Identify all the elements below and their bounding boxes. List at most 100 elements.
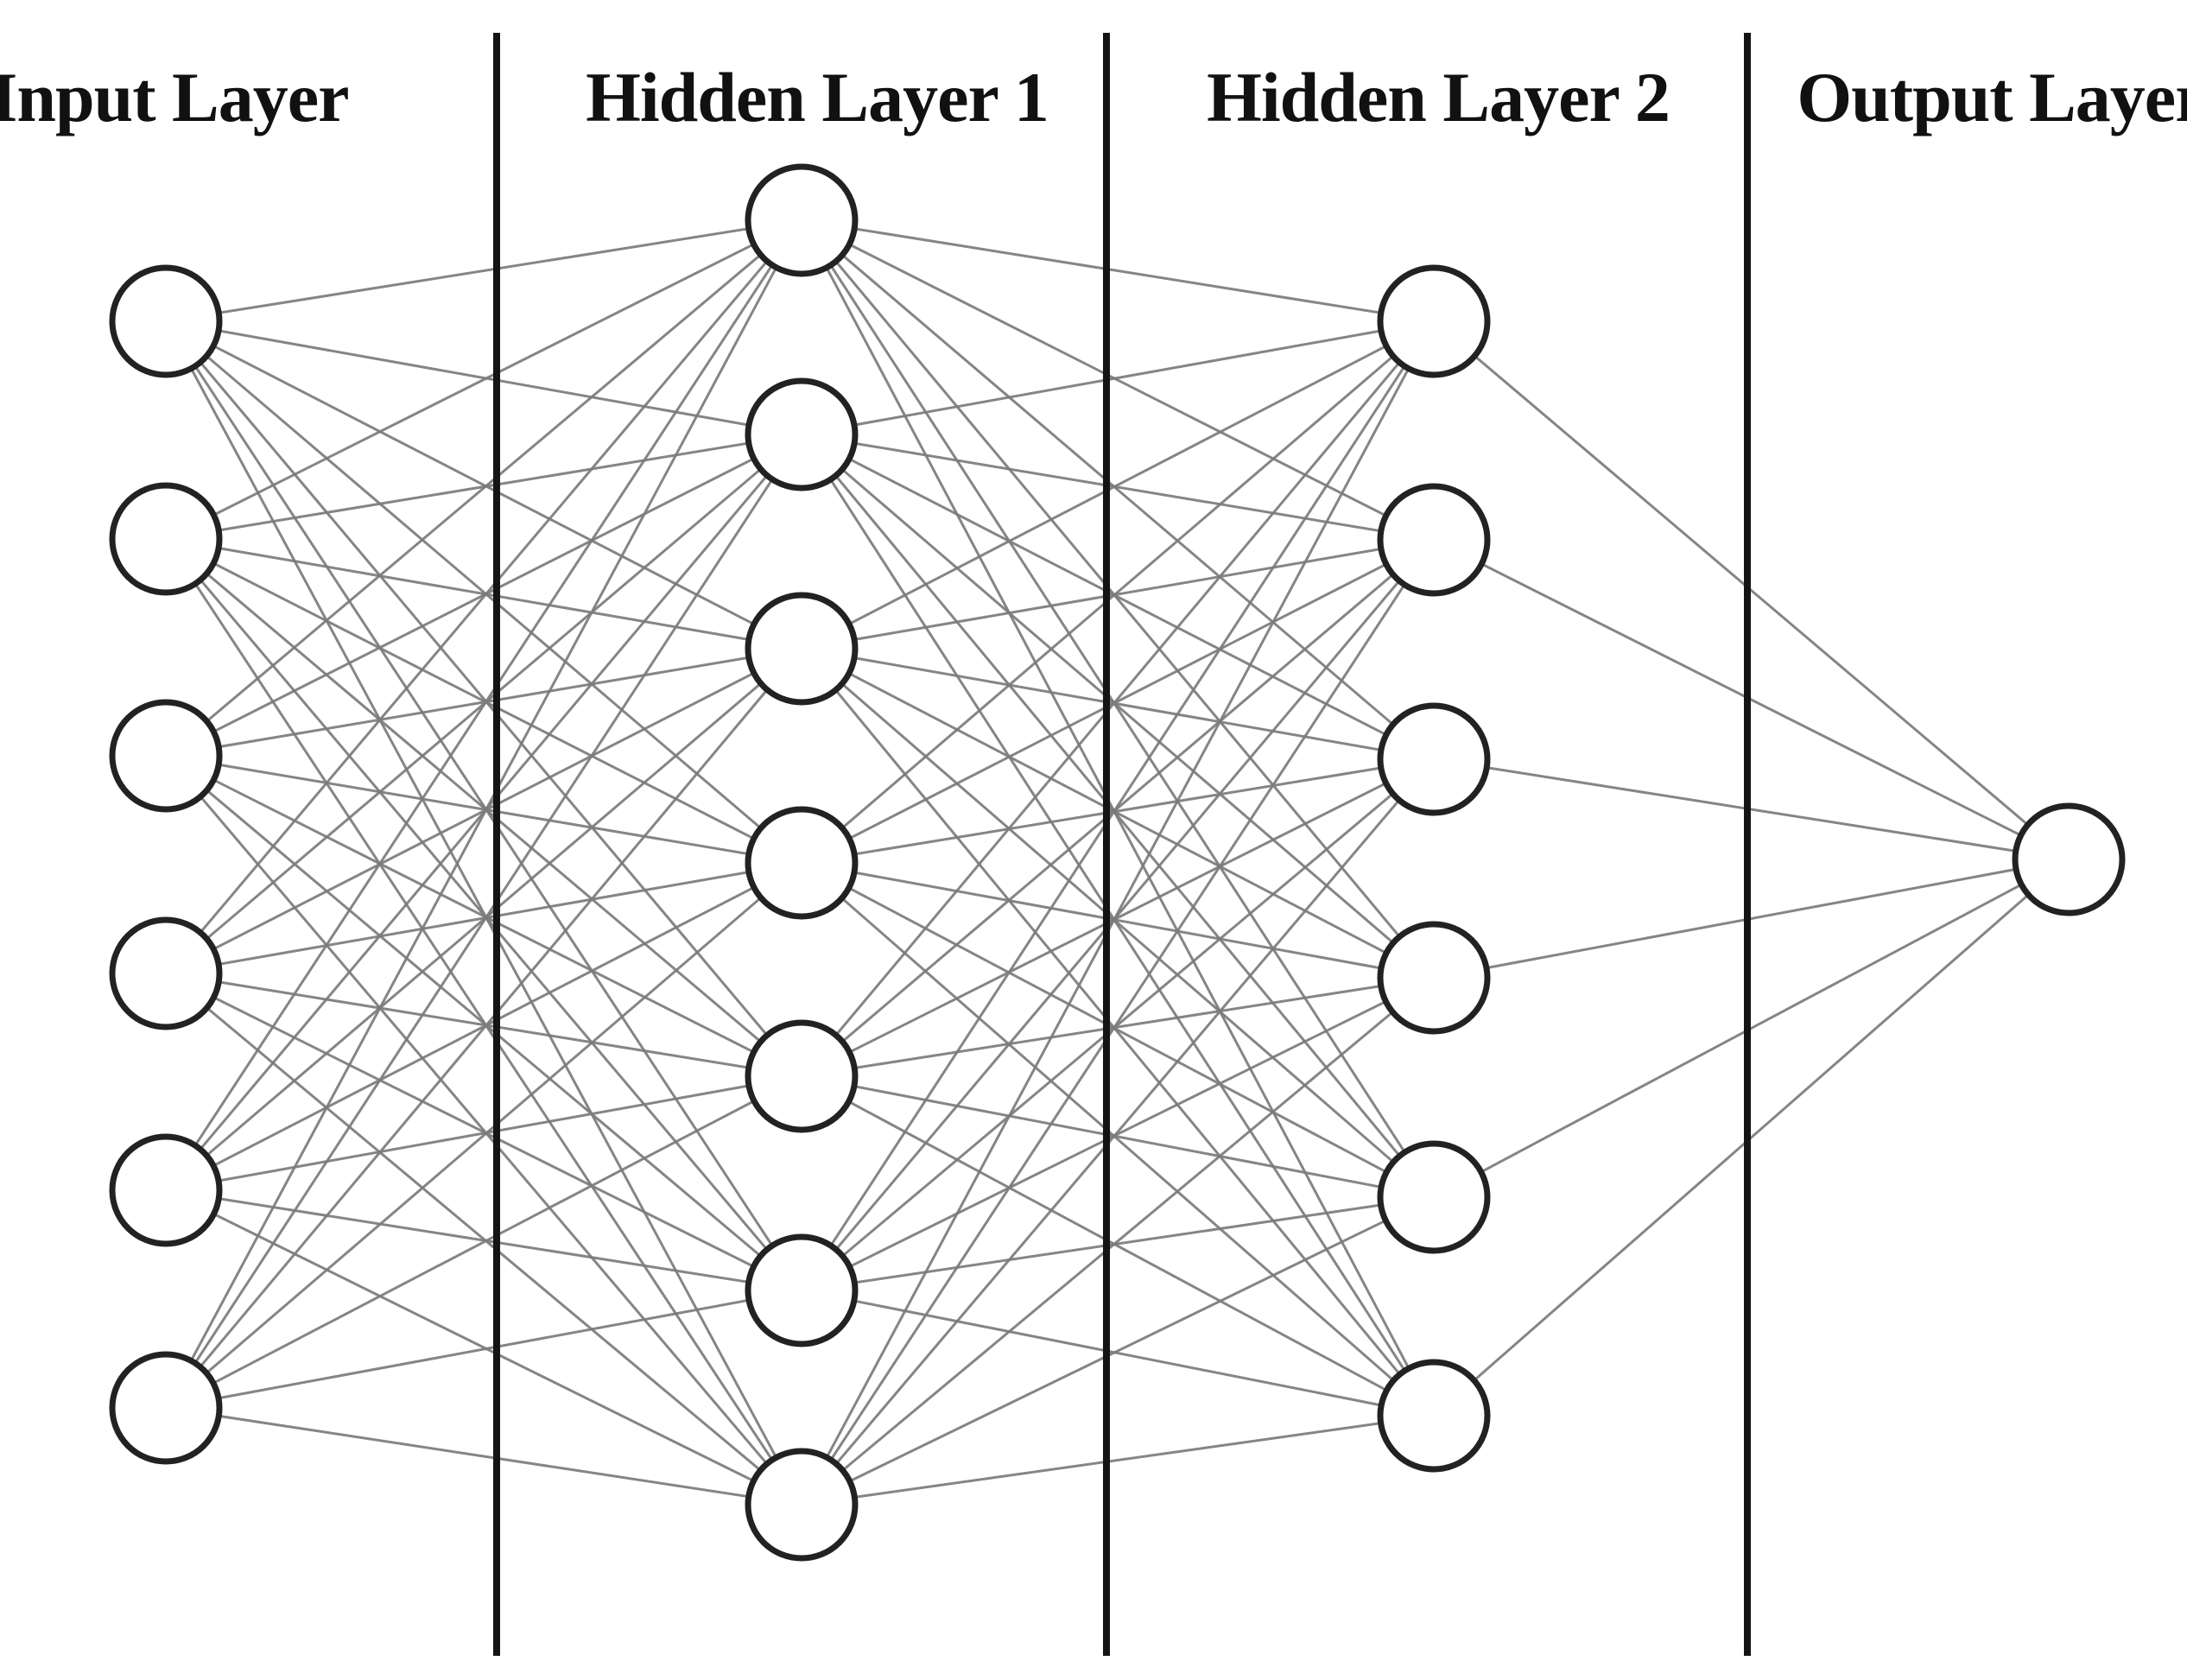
connection-line — [165, 1075, 802, 1410]
connection-line — [165, 219, 802, 323]
connection-line — [801, 433, 1435, 761]
connection-line — [800, 320, 1436, 1506]
connection-line — [165, 219, 802, 758]
connection-line — [801, 320, 1435, 865]
neuron-nodes — [109, 163, 2126, 1562]
input-neuron-node — [109, 264, 223, 378]
connection-line — [800, 219, 1436, 1198]
hidden1-neuron-node — [745, 806, 859, 920]
hidden1-neuron-node — [745, 1019, 859, 1133]
layer-divider-lines — [493, 33, 1751, 1656]
connection-line — [801, 861, 1435, 979]
input-neuron-node — [109, 1351, 223, 1465]
connection-line — [165, 537, 802, 1078]
hidden-layer-2-label: Hidden Layer 2 — [1207, 58, 1670, 136]
hidden2-neuron-node — [1377, 1140, 1491, 1254]
connection-line — [800, 320, 1436, 1291]
input-neuron-node — [109, 1133, 223, 1247]
hidden2-neuron-node — [1377, 264, 1491, 378]
connection-line — [800, 758, 1436, 1506]
connection-line — [801, 1195, 1435, 1292]
connection-line — [801, 433, 1435, 542]
hidden-layer-1-label: Hidden Layer 1 — [586, 58, 1049, 136]
layer-labels: Input Layer Hidden Layer 1 Hidden Layer … — [0, 58, 2187, 136]
connection-line — [165, 861, 802, 1410]
connection-line — [164, 219, 803, 974]
connection-line — [801, 647, 1435, 1199]
connection-line — [800, 320, 1436, 1077]
connection-line — [165, 1075, 802, 1192]
input-neuron-node — [109, 699, 223, 813]
connection-line — [165, 754, 802, 865]
connection-line — [801, 1289, 1435, 1417]
connection-line — [164, 320, 803, 1291]
connection-line — [800, 219, 1436, 1417]
connection-line — [801, 861, 1435, 1417]
hidden1-neuron-node — [745, 163, 859, 277]
connection-line — [1433, 858, 2070, 979]
connection-line — [165, 647, 802, 758]
output-layer-label: Output Layer — [1797, 58, 2187, 136]
connection-line — [165, 972, 802, 1078]
connection-line — [1433, 758, 2070, 861]
connection-line — [800, 648, 1436, 1417]
connection-line — [801, 976, 1435, 1078]
connection-line — [801, 538, 1435, 650]
connection-line — [165, 754, 802, 1078]
connection-line — [1433, 858, 2070, 1417]
hidden2-neuron-node — [1377, 1359, 1491, 1473]
connection-line — [164, 434, 803, 1409]
connection-lines — [164, 219, 2070, 1506]
connection-line — [1433, 538, 2070, 861]
connection-line — [801, 758, 1435, 865]
hidden2-neuron-node — [1377, 483, 1491, 597]
connection-line — [165, 320, 802, 436]
hidden1-neuron-node — [745, 377, 859, 491]
connection-line — [801, 219, 1435, 542]
connection-line — [164, 219, 803, 1409]
connection-line — [164, 219, 803, 1191]
connection-line — [164, 755, 803, 1506]
hidden2-neuron-node — [1377, 702, 1491, 816]
connection-line — [801, 1195, 1435, 1506]
connection-line — [165, 1289, 802, 1410]
connection-line — [1433, 320, 2070, 861]
connection-line — [800, 434, 1436, 1198]
connection-line — [801, 320, 1435, 650]
connection-line — [801, 433, 1435, 979]
connection-line — [801, 976, 1435, 1506]
connection-line — [165, 1406, 802, 1506]
connection-line — [801, 1075, 1435, 1417]
connection-line — [801, 538, 1435, 865]
connection-line — [801, 758, 1435, 1078]
connection-line — [801, 1414, 1435, 1506]
connection-line — [165, 1189, 802, 1506]
connection-line — [801, 647, 1435, 761]
connection-line — [801, 1075, 1435, 1199]
hidden2-neuron-node — [1377, 921, 1491, 1035]
input-neuron-node — [109, 916, 223, 1030]
output-neuron-node — [2012, 802, 2126, 916]
connection-line — [164, 648, 803, 1409]
hidden1-neuron-node — [745, 1448, 859, 1562]
connection-line — [801, 758, 1435, 1292]
connection-line — [164, 320, 803, 1077]
connection-line — [165, 1189, 802, 1292]
connection-line — [800, 434, 1436, 1417]
connection-line — [801, 647, 1435, 979]
connection-line — [1433, 858, 2070, 1199]
connection-line — [801, 219, 1435, 323]
connection-line — [165, 320, 802, 865]
input-neuron-node — [109, 482, 223, 596]
hidden1-neuron-node — [745, 1233, 859, 1347]
connection-line — [165, 219, 802, 541]
connection-line — [800, 219, 1436, 979]
connection-line — [801, 976, 1435, 1292]
connection-line — [800, 539, 1436, 1506]
connection-line — [801, 861, 1435, 1199]
connection-line — [165, 754, 802, 1292]
hidden1-neuron-node — [745, 592, 859, 706]
connection-line — [801, 219, 1435, 761]
